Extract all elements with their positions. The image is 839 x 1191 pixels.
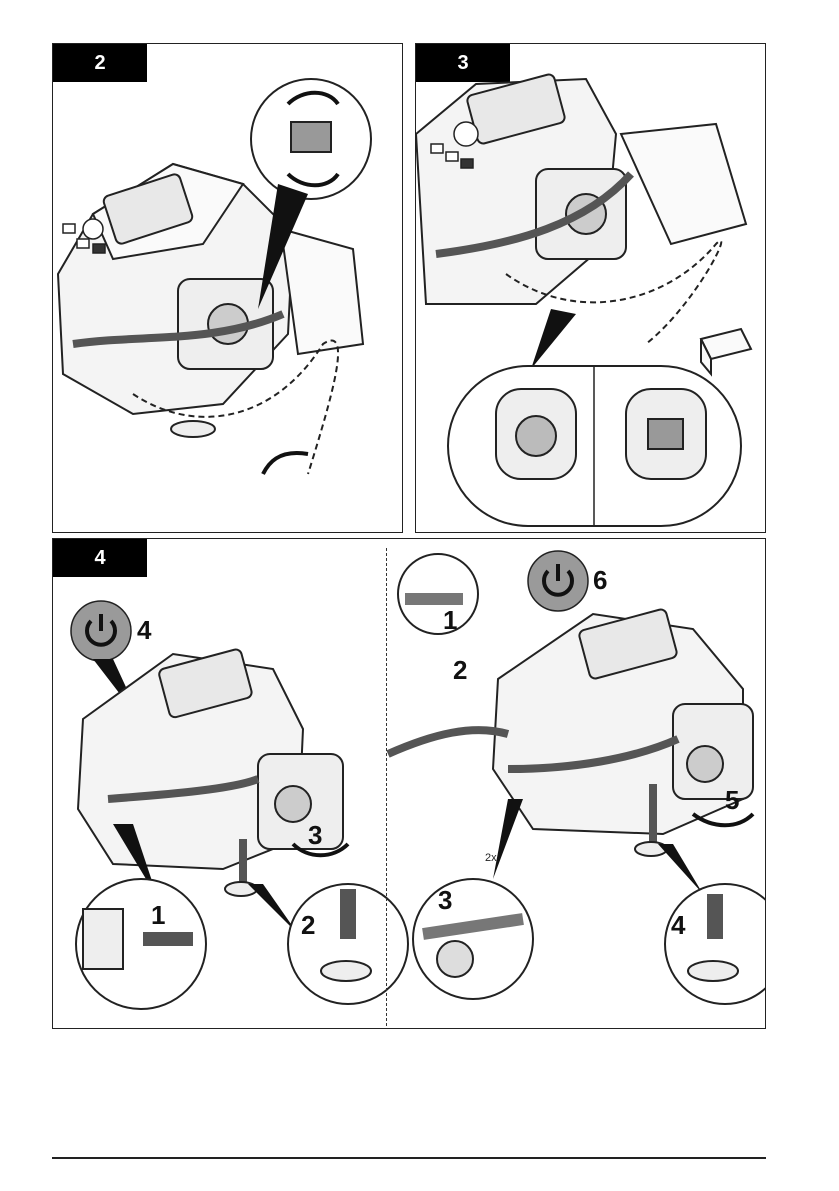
panel-4-divider: [386, 548, 387, 1026]
callout-right-foot: 4: [671, 910, 686, 940]
panel-step-4: 4 4 3 1 2 1: [52, 538, 766, 1029]
callout-right-knob: 3: [438, 885, 452, 915]
box-icon: [701, 329, 751, 374]
pump-head: [673, 704, 753, 799]
panel-step-2: 2: [52, 43, 403, 533]
repeat-count-label: 2x: [485, 852, 497, 864]
illustration-step-2: [53, 44, 403, 533]
panel-step-3: 3: [415, 43, 766, 533]
detail-callout-knob: [413, 879, 533, 999]
callout-right-power: 6: [593, 565, 607, 595]
callout-left-power: 4: [137, 615, 152, 645]
callout-right-rotate: 5: [725, 785, 739, 815]
callout-left-rotate: 3: [308, 820, 322, 850]
arrow-icon: [263, 453, 308, 474]
pump-head: [258, 754, 343, 849]
callout-right-hose-press: 2: [453, 655, 467, 685]
illustration-step-3: [416, 44, 766, 533]
footer-rule: [52, 1157, 766, 1159]
callout-left-tube: 1: [151, 900, 165, 930]
callout-left-foot: 2: [301, 910, 315, 940]
callout-right-hose-top: 1: [443, 605, 457, 635]
tubing: [388, 730, 508, 754]
illustration-step-4: 4 3 1 2 1 6: [53, 539, 766, 1029]
stand-foot: [171, 421, 215, 437]
